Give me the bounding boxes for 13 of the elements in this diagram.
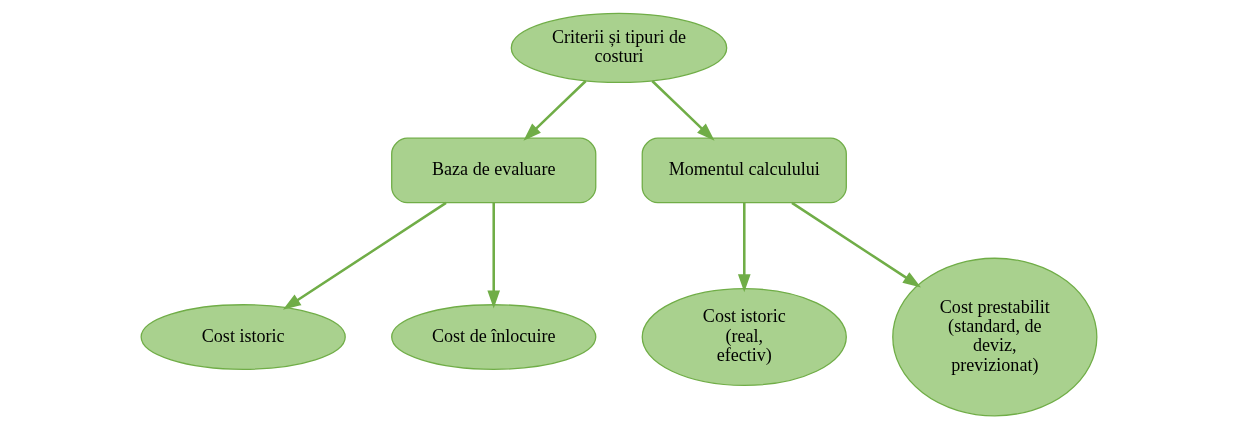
- arrow: [522, 80, 587, 141]
- node-box: Baza de evaluare: [390, 137, 596, 204]
- arrow: [486, 202, 500, 309]
- node-ellipse: Cost de înlocuire: [390, 304, 596, 370]
- arrow: [650, 80, 715, 141]
- node-ellipse: Cost istoric (real, efectiv): [641, 288, 847, 387]
- arrow: [790, 201, 921, 288]
- node-ellipse: Criterii și tipuri de costuri: [510, 12, 727, 84]
- arrow: [282, 201, 447, 310]
- node-ellipse: Cost prestabilit (standard, de deviz, previzionat): [891, 257, 1097, 417]
- node-box: Momentul calculului: [641, 137, 847, 204]
- arrow: [737, 202, 751, 293]
- node-ellipse: Cost istoric: [140, 304, 346, 370]
